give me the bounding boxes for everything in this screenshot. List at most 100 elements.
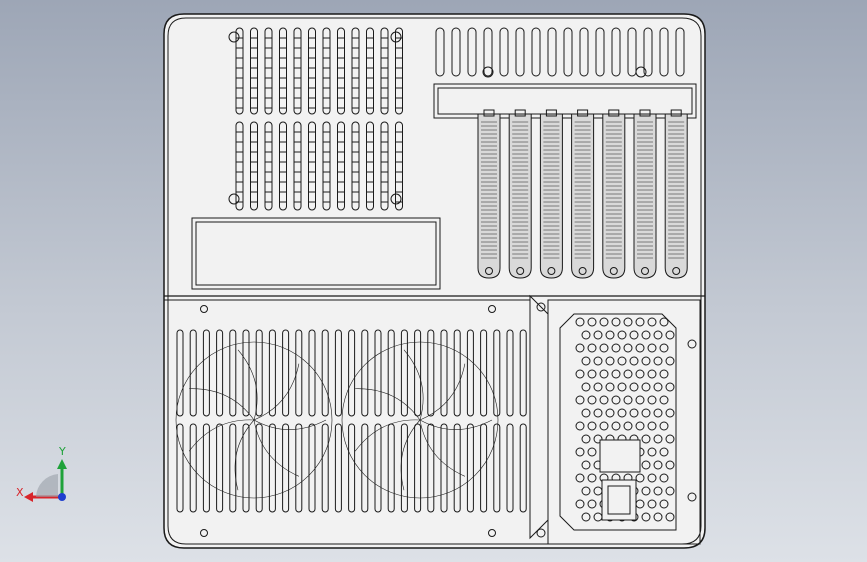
psu-vent-hole <box>653 434 663 444</box>
psu-vent-hole <box>599 395 609 405</box>
psu-vent-hole <box>587 395 597 405</box>
psu-vent-hole <box>629 382 639 392</box>
psu-vent-hole <box>635 317 645 327</box>
expansion-slot-cover <box>664 113 688 279</box>
fan-guard-ring <box>175 341 333 499</box>
psu-vent-hole <box>641 408 651 418</box>
psu-vent-hole <box>659 369 669 379</box>
psu-vent-hole <box>605 382 615 392</box>
top-vent-slot <box>547 27 557 77</box>
lower-vent-slot-bottom <box>308 423 316 513</box>
psu-vent-hole <box>647 447 657 457</box>
psu-vent-hole <box>659 317 669 327</box>
upper-vent-slot-bottom <box>308 121 316 211</box>
upper-vent-slot-top <box>380 27 389 115</box>
lower-vent-slot-top <box>414 329 422 417</box>
upper-vent-slot-top <box>395 27 403 115</box>
top-vent-slot <box>499 27 509 77</box>
slot-cover-hole <box>609 267 618 275</box>
psu-vent-hole <box>629 356 639 366</box>
psu-vent-hole <box>617 356 627 366</box>
psu-vent-hole <box>653 356 663 366</box>
psu-vent-hole <box>575 395 585 405</box>
lower-vent-slot-top <box>348 329 356 417</box>
psu-vent-hole <box>665 460 675 470</box>
psu-vent-hole <box>617 382 627 392</box>
upper-vent-slot-bottom <box>235 121 244 211</box>
lower-vent-slot-top <box>493 329 501 417</box>
lower-vent-slot-bottom <box>282 423 290 513</box>
psu-vent-hole <box>617 330 627 340</box>
fan-blade <box>234 419 255 491</box>
fan-blade <box>403 349 424 421</box>
psu-vent-hole <box>581 356 591 366</box>
top-vent-slot <box>611 27 621 77</box>
upper-vent-slot-bottom <box>322 121 331 211</box>
fan-blade <box>354 419 421 452</box>
psu-vent-hole <box>587 447 597 457</box>
psu-vent-hole <box>599 369 609 379</box>
lower-vent-slot-bottom <box>506 423 514 513</box>
slot-cover-hole <box>485 267 493 275</box>
psu-vent-hole <box>581 486 591 496</box>
lower-vent-slot-top <box>427 329 435 417</box>
psu-switch-cutout <box>599 439 641 473</box>
slot-tab <box>639 109 651 117</box>
panel-inner-edge <box>167 17 702 545</box>
expansion-slot-cover <box>508 113 532 279</box>
lower-vent-slot-top <box>268 329 276 417</box>
fan-guard-ring <box>341 341 499 499</box>
lower-vent-slot-top <box>361 329 369 417</box>
upper-vent-slot-top <box>293 27 302 115</box>
slot-cover-hole <box>578 267 587 275</box>
slot-tab <box>670 109 682 117</box>
lower-vent-slot-top <box>453 329 461 417</box>
top-vent-slot <box>643 27 653 77</box>
upper-vent-slot-top <box>250 27 258 115</box>
upper-vent-slot-bottom <box>279 121 287 211</box>
psu-vent-hole <box>641 460 651 470</box>
psu-vent-hole <box>611 343 621 353</box>
psu-vent-plate <box>559 313 677 531</box>
lower-vent-slot-top <box>308 329 316 417</box>
fan-blade <box>253 363 300 421</box>
lower-vent-slot-bottom <box>268 423 276 513</box>
psu-vent-hole <box>647 421 657 431</box>
z-axis-dot <box>58 493 66 501</box>
top-vent-slot <box>627 27 637 77</box>
lower-vent-slot-top <box>334 329 342 417</box>
panel-screw <box>200 529 208 537</box>
psu-vent-hole <box>629 330 639 340</box>
lower-vent-slot-top <box>400 329 408 417</box>
psu-vent-hole <box>635 395 645 405</box>
psu-vent-hole <box>635 369 645 379</box>
slot-bracket-bar-inner <box>437 87 693 115</box>
fan-blade <box>400 419 421 491</box>
lower-vent-slot-bottom <box>427 423 435 513</box>
psu-vent-hole <box>599 421 609 431</box>
lower-vent-slot-bottom <box>189 423 197 513</box>
psu-vent-hole <box>653 460 663 470</box>
psu-vent-hole <box>641 356 651 366</box>
psu-vent-hole <box>581 512 591 522</box>
psu-vent-hole <box>641 512 651 522</box>
psu-vent-hole <box>599 317 609 327</box>
psu-vent-hole <box>617 408 627 418</box>
upper-vent-slot-top <box>322 27 331 115</box>
fan-blade <box>189 388 255 421</box>
lower-vent-slot-top <box>387 329 395 417</box>
slot-screw <box>482 66 494 78</box>
lower-vent-slot-bottom <box>414 423 422 513</box>
psu-vent-hole <box>647 473 657 483</box>
psu-vent-hole <box>659 447 669 457</box>
upper-vent-slot-top <box>279 27 287 115</box>
upper-vent-slot-bottom <box>250 121 258 211</box>
upper-vent-slot-bottom <box>264 121 273 211</box>
lower-vent-slot-bottom <box>242 423 250 513</box>
psu-vent-hole <box>575 473 585 483</box>
lower-vent-slot-bottom <box>440 423 448 513</box>
lower-vent-slot-top <box>374 329 382 417</box>
psu-vent-hole <box>593 382 603 392</box>
lower-vent-slot-bottom <box>255 423 263 513</box>
